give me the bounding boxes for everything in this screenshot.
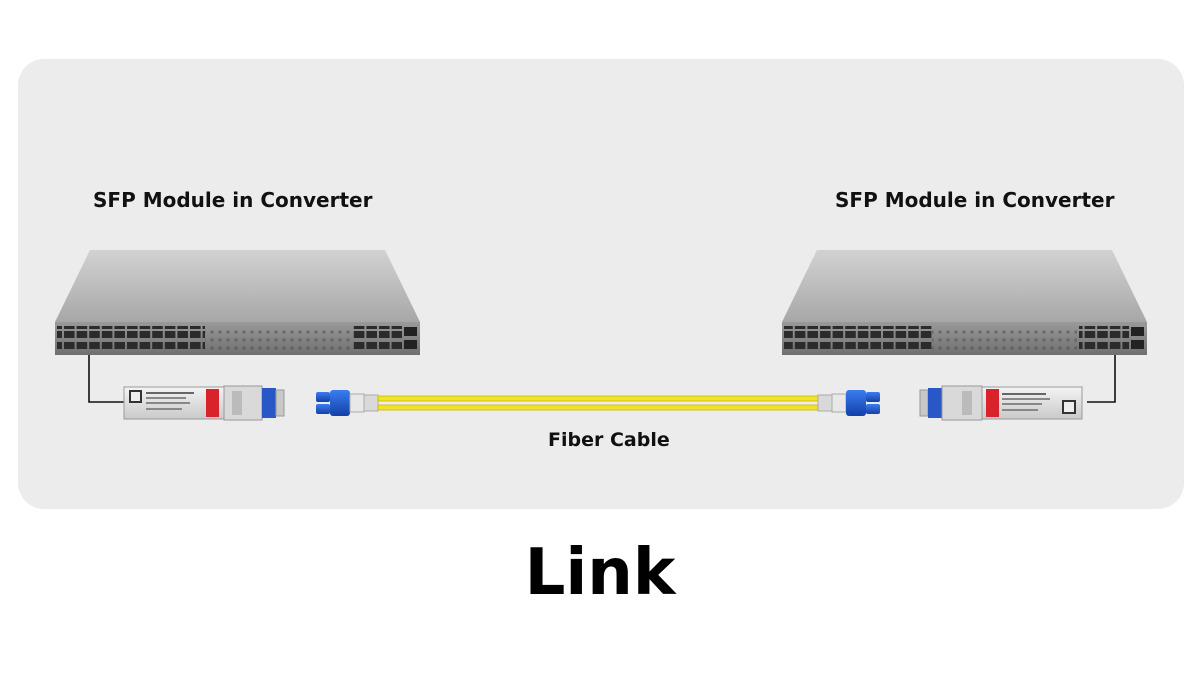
left-leader-line [88,355,124,403]
right-leader-line [1087,355,1116,403]
fiber-cable [316,390,880,416]
left-lc-connector [316,390,379,416]
left-switch [55,250,420,355]
page-title: Link [524,536,676,610]
right-module-label: SFP Module in Converter [835,188,1115,212]
right-switch [782,250,1147,355]
right-sfp-module [919,385,1083,421]
left-module-label: SFP Module in Converter [93,188,373,212]
left-sfp-module [123,385,285,421]
right-lc-connector [817,390,880,416]
fiber-cable-label: Fiber Cable [548,429,670,451]
